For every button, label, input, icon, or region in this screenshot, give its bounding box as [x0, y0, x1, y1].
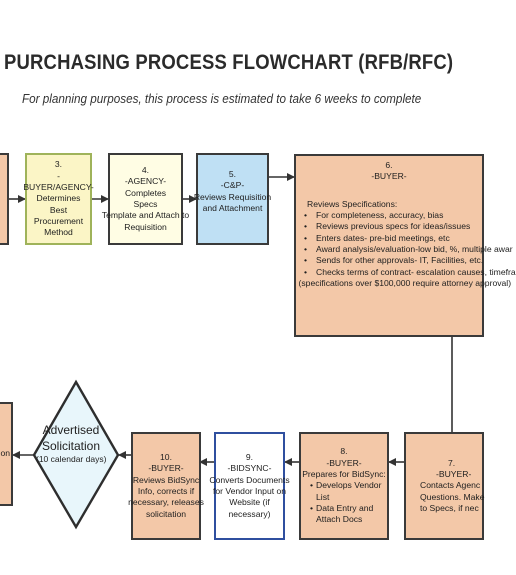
step-7-role: -BUYER- [436, 468, 472, 479]
step-7-line-3: to Specs, if nec [420, 503, 479, 514]
step-8-list: Develops Vendor List Data Entry and Atta… [304, 480, 384, 525]
step-4-role: -AGENCY- [124, 176, 167, 187]
step-4-line-2: Template and Attach to [101, 210, 190, 221]
step-10-line-1: Reviews BidSync [132, 474, 200, 485]
step-3-box: 3. -BUYER/AGENCY- Determines Best Procur… [23, 153, 94, 245]
step-8-box: 8. -BUYER- Prepares for BidSync: Develop… [299, 432, 389, 540]
step-6-item: Award analysis/evaluation-low bid, %, mu… [298, 244, 513, 256]
step-3-line-1: Determines Best [36, 193, 81, 215]
page-title: PURCHASING PROCESS FLOWCHART (RFB/RFC) [4, 50, 454, 74]
step-7-number: 7. [448, 457, 456, 468]
step-10-box: 10. -BUYER- Reviews BidSync Info, correc… [128, 432, 204, 540]
step-9-role: -BIDSYNC- [227, 463, 272, 474]
step-9-number: 9. [245, 451, 254, 462]
next-step-box-partial: ion [0, 402, 13, 506]
step-9-line-2: for Vendor Input on [212, 486, 287, 496]
decision-label: Advertised Solicitation (10 calendar day… [36, 422, 106, 466]
step-9-line-3: Website (if [229, 497, 270, 508]
decision-line-1: Advertised [42, 423, 100, 437]
step-5-role: -C&P- [220, 180, 245, 191]
step-5-number: 5. [228, 169, 237, 179]
step-2-box-partial [0, 153, 9, 245]
step-4-box: 4. -AGENCY- Completes Specs Template and… [102, 153, 189, 245]
step-6-item: Reviews previous specs for ideas/issues [298, 221, 480, 233]
step-6-checklist: For completeness, accuracy, bias Reviews… [298, 210, 516, 279]
step-3-role: -BUYER/AGENCY- [23, 170, 94, 192]
step-6-item: Checks terms of contract- escalation cau… [298, 267, 516, 279]
step-9-line-4: necessary) [228, 508, 271, 519]
step-8-role: -BUYER- [326, 457, 362, 468]
step-4-line-3: Requisition [124, 221, 167, 232]
step-7-line-2: Questions. Make [420, 491, 485, 502]
step-5-line-1: Reviews Requisition [193, 191, 272, 202]
step-8-intro: Prepares for BidSync: [302, 468, 386, 479]
next-step-label-fragment: ion [0, 448, 10, 459]
step-9-box: 9. -BIDSYNC- Converts Documents for Vend… [209, 432, 290, 540]
step-6-note: (specifications over $100,000 require at… [298, 278, 512, 289]
decision-line-2: Solicitation [41, 439, 101, 454]
decision-line-3: (10 calendar days) [36, 454, 107, 465]
step-10-line-3: necessary, releases [128, 497, 204, 508]
step-6-role: -BUYER- [371, 171, 407, 182]
decision-diamond [32, 379, 120, 530]
step-6-heading: Reviews Specifications: [307, 198, 398, 209]
step-8-item: Data Entry and Attach Docs [304, 503, 384, 526]
page-subtitle: For planning purposes, this process is e… [22, 91, 422, 106]
step-3-line-3: Method [44, 227, 73, 238]
step-6-item: For completeness, accuracy, bias [298, 210, 480, 222]
flow-connectors [9, 173, 456, 530]
step-10-number: 10. [160, 451, 172, 462]
step-5-box: 5. -C&P- Reviews Requisition and Attachm… [193, 153, 272, 245]
step-6-item: Enters dates- pre-bid meetings, etc [298, 233, 480, 245]
step-4-line-1: Completes Specs [124, 187, 167, 209]
step-7-box: 7. -BUYER- Contacts Agenc Questions. Mak… [404, 432, 484, 540]
step-6-item: Sends for other approvals- IT, Facilitie… [298, 255, 483, 267]
step-8-number: 8. [340, 446, 348, 457]
step-10-line-4: solicitation [145, 508, 187, 519]
step-6-number: 6. [385, 160, 393, 170]
step-8-item: Develops Vendor List [304, 480, 384, 503]
step-5-line-2: and Attachment [202, 203, 263, 214]
step-10-line-2: Info, corrects if [137, 486, 195, 496]
step-10-role: -BUYER- [148, 463, 184, 474]
step-3-number: 3. [54, 159, 63, 170]
step-7-line-1: Contacts Agenc [420, 480, 481, 491]
step-3-line-2: Procurement [33, 216, 84, 227]
step-4-number: 4. [141, 164, 150, 175]
step-9-line-1: Converts Documents [209, 474, 290, 485]
step-6-box: 6. -BUYER- Reviews Specifications: For c… [294, 154, 516, 337]
